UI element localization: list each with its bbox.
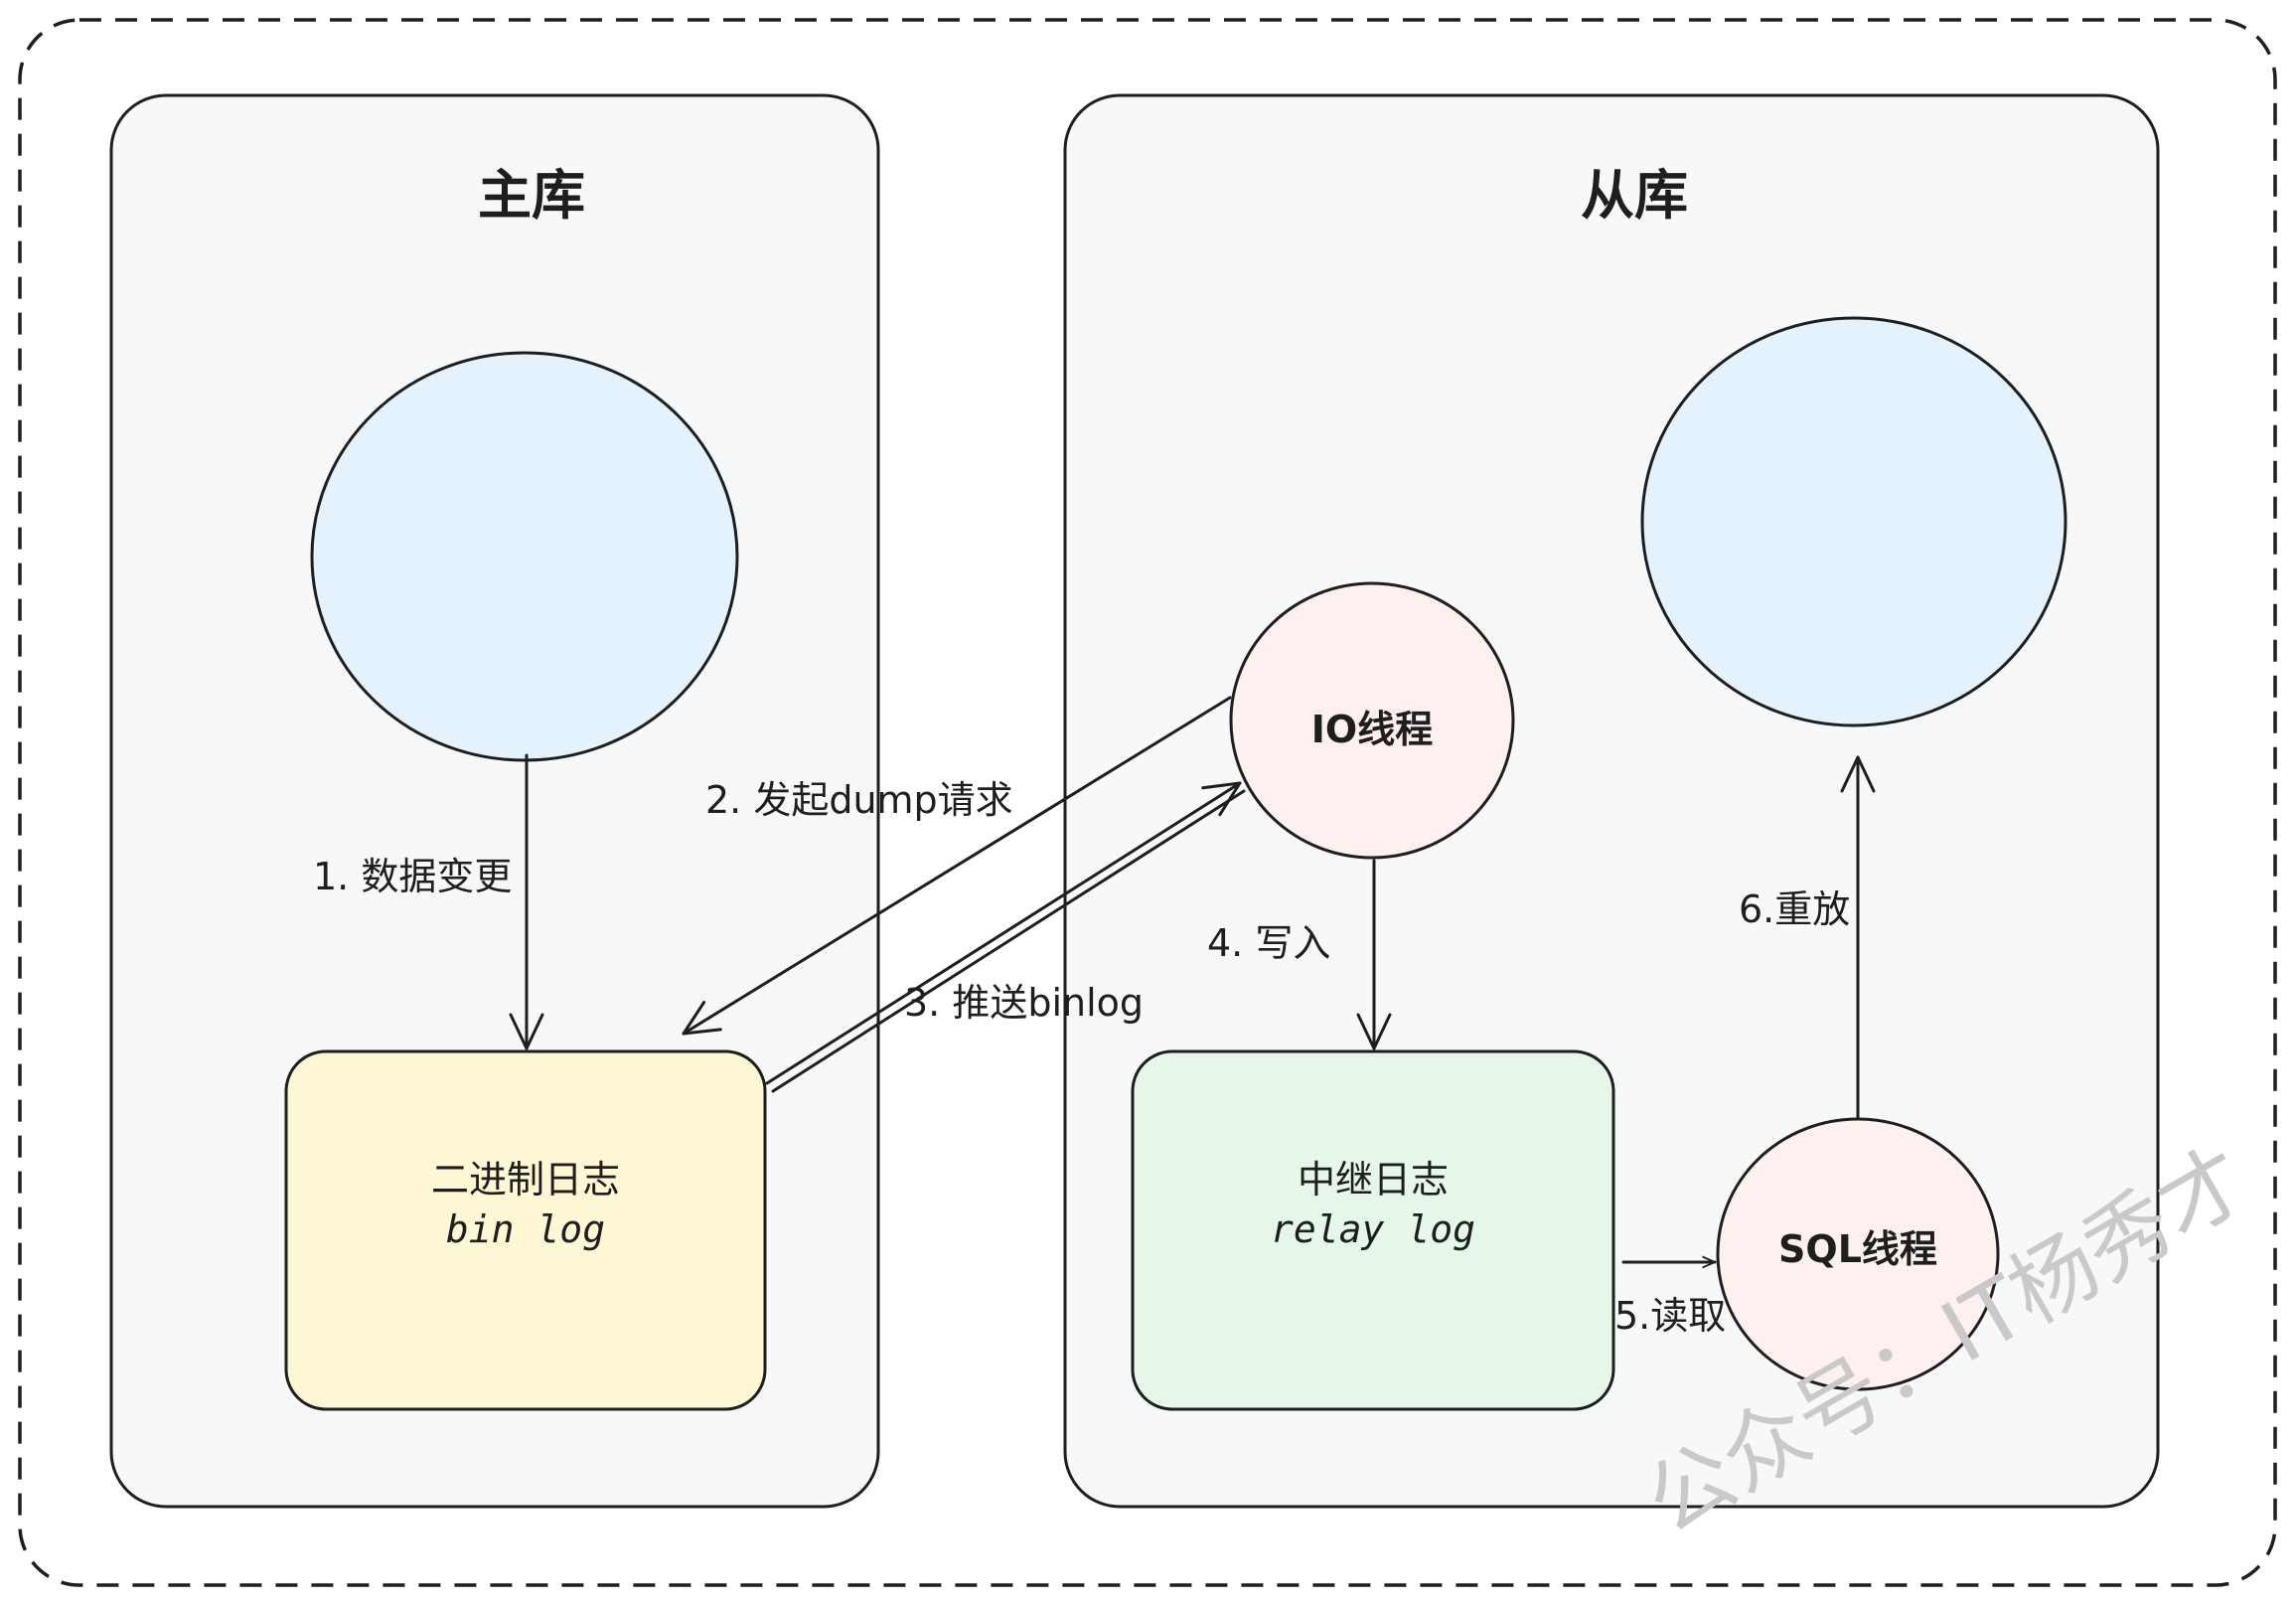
sql-thread-label: SQL线程 [1778,1227,1937,1271]
step4-label: 4. 写入 [1207,921,1330,965]
master-panel-title: 主库 [478,164,585,227]
step2-label: 2. 发起dump请求 [705,778,1013,822]
relay-log-box: 中继日志 relay log [1131,1049,1615,1411]
binlog-title: 二进制日志 [431,1158,620,1202]
arrow-push-binlog [765,781,1242,1085]
binlog-box: 二进制日志 bin log [284,1049,767,1411]
slave-panel-title: 从库 [1581,164,1688,227]
step5-label: 5.读取 [1614,1294,1726,1338]
arrow-push-binlog-shadow [771,789,1246,1093]
io-thread-node: IO线程 [1229,581,1515,860]
arrow-dump-request [682,696,1232,1036]
outer-dashed-frame [18,18,2277,1587]
relay-log-title: 中继日志 [1298,1158,1449,1202]
sql-thread-node: SQL线程 [1716,1117,2000,1391]
io-thread-label: IO线程 [1311,708,1433,751]
step6-label: 6.重放 [1739,887,1850,931]
binlog-subtitle: bin log [446,1207,605,1251]
step1-label: 1. 数据变更 [313,855,512,898]
master-database-circle [310,351,739,762]
slave-database-circle [1640,316,2067,727]
relay-log-subtitle: relay log [1271,1207,1475,1251]
step3-label: 3. 推送binlog [904,981,1144,1025]
